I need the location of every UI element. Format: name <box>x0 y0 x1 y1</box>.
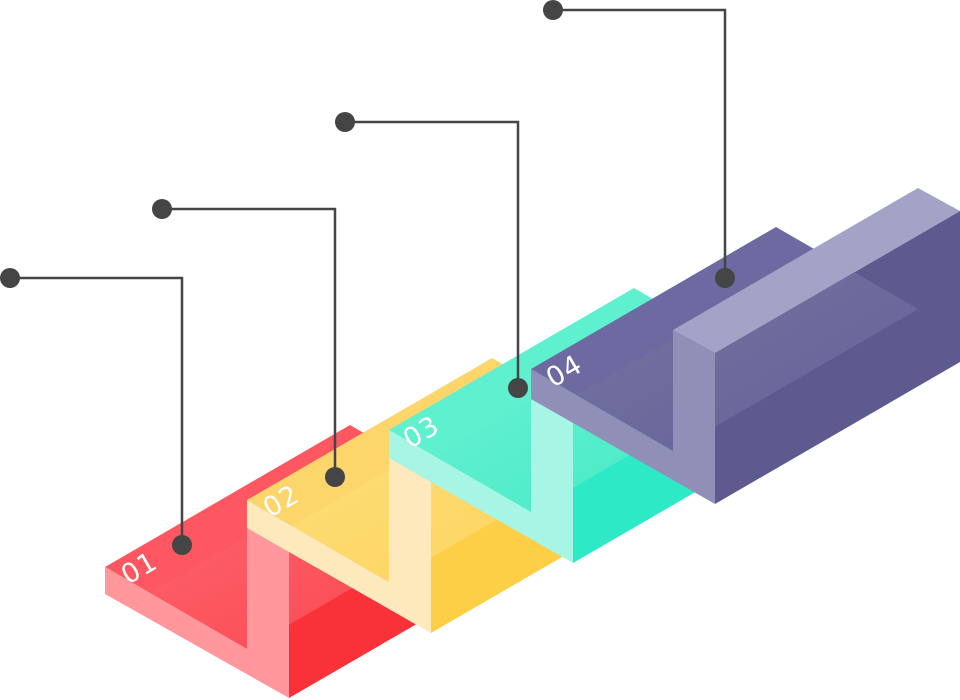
step-04-block: 04 <box>531 188 960 504</box>
callout-02-line <box>162 207 337 477</box>
step-03-front-face <box>389 399 573 563</box>
step-02-front-face <box>247 458 431 633</box>
step-04-base-shade <box>576 253 918 451</box>
callout-02-start-dot <box>152 199 172 219</box>
step-04-upright-top <box>673 188 960 353</box>
callout-04-end-dot <box>715 268 735 288</box>
step-01-front-face <box>105 528 289 698</box>
step-04-right-face <box>715 211 960 504</box>
callout-01 <box>0 268 192 555</box>
callout-04 <box>543 0 735 288</box>
callout-03-end-dot <box>508 378 528 398</box>
callout-01-start-dot <box>0 268 20 288</box>
step-04-front-face <box>531 330 715 504</box>
callout-03 <box>335 112 528 398</box>
callout-04-line <box>553 8 727 278</box>
callout-04-start-dot <box>543 0 563 20</box>
callout-03-line <box>345 120 520 388</box>
callout-01-end-dot <box>172 535 192 555</box>
callout-02 <box>152 199 345 487</box>
callout-03-start-dot <box>335 112 355 132</box>
callout-02-end-dot <box>325 467 345 487</box>
callout-01-line <box>10 276 184 545</box>
